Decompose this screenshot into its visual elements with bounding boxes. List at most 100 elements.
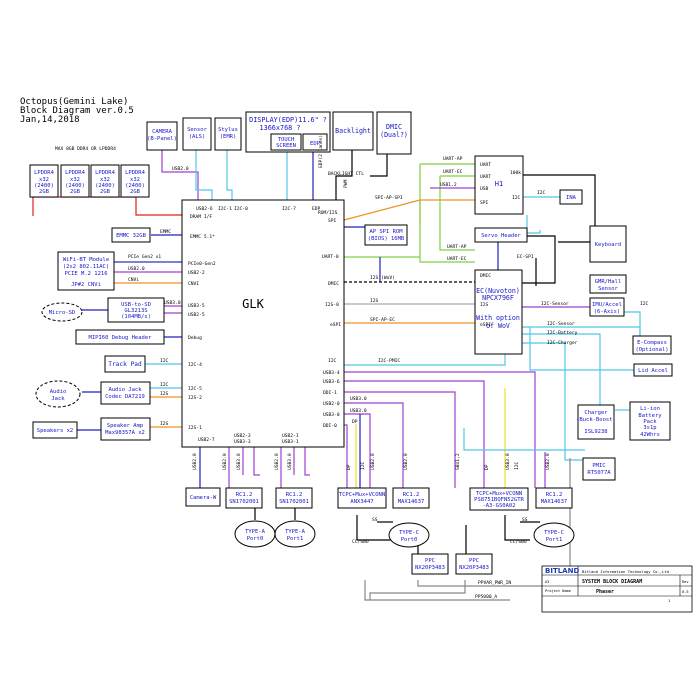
svg-text:USB3-1: USB3-1 [282,439,299,445]
speakers-block: Speakers x2 [32,421,78,439]
svg-text:PCIE M.2 1216: PCIE M.2 1216 [64,271,107,277]
dmic-block: DMIC (Dual?) [376,111,412,155]
svg-text:(Optional): (Optional) [635,347,668,353]
audio-jack-ellipse: Audio Jack [35,380,81,408]
svg-text:(6-Axis): (6-Axis) [594,309,621,315]
svg-text:Sensor: Sensor [598,286,619,292]
svg-text:EC(Nuvoton): EC(Nuvoton) [476,287,520,295]
svg-text:(EMR): (EMR) [220,134,237,140]
stylus-block: Stylus (EMR) [214,117,242,151]
backlight-block: Backlight [332,111,374,151]
svg-text:TCPC+Mux+VCONN: TCPC+Mux+VCONN [476,491,522,497]
svg-text:A3: A3 [545,580,549,584]
svg-text:Camera-W: Camera-W [190,495,217,501]
svg-text:PPC: PPC [425,558,435,564]
title-block: BITLAND Bitland Information Technology C… [541,565,693,613]
svg-text:I2C-PMIC: I2C-PMIC [378,358,400,364]
svg-text:2GB: 2GB [39,189,50,195]
svg-text:DMIC: DMIC [386,123,402,131]
svg-text:Audio: Audio [50,389,67,395]
diagram-title-line1: Octopus(Gemini Lake) [20,97,128,107]
svg-text:USB1.2: USB1.2 [440,182,457,188]
svg-text:DDI-1: DDI-1 [323,390,337,396]
usb-to-sd-block: USB-to-SD GL3213S (104MB/s) [107,297,165,323]
svg-text:x32: x32 [100,177,110,183]
svg-text:PS8751BQFN52GTR: PS8751BQFN52GTR [474,497,524,503]
svg-text:EMMC 32GB: EMMC 32GB [116,233,146,239]
svg-text:USB-to-SD: USB-to-SD [121,302,151,308]
svg-text:UART-0: UART-0 [322,254,339,260]
svg-text:PPC: PPC [469,558,479,564]
svg-text:I2C-5: I2C-5 [188,386,202,392]
svg-text:USB2-0: USB2-0 [323,401,340,407]
svg-text:I2S: I2S [480,302,489,308]
svg-text:USB3-3: USB3-3 [234,439,251,445]
svg-text:SS: SS [522,517,528,523]
svg-text:2GB: 2GB [100,189,111,195]
svg-text:EDP: EDP [312,206,321,212]
rc-b-block: RC1.2 SN1702001 [275,487,313,509]
lpddr4-2: LPDDR4 x32 (2400) 2GB [90,164,120,198]
svg-text:Li-ion: Li-ion [640,406,660,412]
svg-text:LPDDR4: LPDDR4 [65,170,86,176]
svg-text:With option: With option [476,314,520,322]
svg-text:CC/SBU: CC/SBU [510,539,527,545]
svg-text:USB2.0: USB2.0 [172,166,189,172]
svg-text:1366x768 ?: 1366x768 ? [260,124,301,132]
svg-text:EDP(2 lanes): EDP(2 lanes) [318,135,324,168]
svg-text:Speakers x2: Speakers x2 [37,428,73,434]
svg-text:SPI: SPI [480,200,489,206]
svg-text:USB3-0: USB3-0 [323,412,340,418]
svg-text:TYPE-A: TYPE-A [245,529,266,535]
svg-text:EMMC 5.1*: EMMC 5.1* [190,234,215,240]
svg-text:TYPE-C: TYPE-C [544,530,564,536]
svg-text:(2400): (2400) [125,183,145,189]
svg-text:I2C: I2C [512,195,521,201]
svg-text:USB2.0: USB2.0 [545,453,551,470]
svg-text:MIPI60 Debug Header: MIPI60 Debug Header [89,335,153,341]
svg-text:Stylus: Stylus [218,127,238,133]
svg-text:SS: SS [372,517,378,523]
svg-text:PP5000_A: PP5000_A [475,594,497,600]
svg-text:I2S-0: I2S-0 [325,302,339,308]
svg-text:ROM/I2S: ROM/I2S [318,210,338,216]
mipi60-block: MIPI60 Debug Header [75,329,165,345]
audio-codec-block: Audio Jack Codec DA7219 [100,381,151,405]
svg-text:CAMERA: CAMERA [152,129,173,135]
svg-text:x32: x32 [39,177,49,183]
svg-text:USB3-5: USB3-5 [188,303,205,309]
trackpad-block: Track Pad [104,355,146,373]
svg-text:Backlight: Backlight [335,127,371,135]
rc-c-block: RC1.2 MAX14637 [392,487,430,509]
svg-text:SCREEN: SCREEN [276,143,296,149]
svg-text:eSPI: eSPI [330,322,341,328]
svg-text:I2S: I2S [370,298,379,304]
ap-spi-rom-block: AP SPI ROM (BIOS) 16MB [364,224,408,246]
h1-chip: H1 [474,155,524,215]
svg-text:ISL9238: ISL9238 [584,429,607,435]
svg-text:USB2.0: USB2.0 [403,453,409,470]
svg-text:E-Compass: E-Compass [637,340,667,346]
svg-text:I2S-2: I2S-2 [188,395,202,401]
svg-text:Port0: Port0 [247,536,264,542]
svg-text:DP: DP [484,464,490,470]
svg-text:H1: H1 [495,180,503,188]
svg-text:(Dual?): (Dual?) [380,131,408,139]
svg-text:DP: DP [346,464,352,470]
svg-text:LPDDR4: LPDDR4 [34,170,55,176]
svg-text:USB2-7: USB2-7 [198,437,215,443]
svg-text:SBU1,2: SBU1,2 [455,453,461,470]
battery-block: Li-ion Battery Pack 3s1p 42Whrs [629,401,671,441]
svg-text:2GB: 2GB [130,189,141,195]
svg-text:USB2-1: USB2-1 [282,433,299,439]
glk-chip: GLK [181,199,345,448]
svg-text:USB2.0: USB2.0 [274,453,280,470]
rc-a-block: RC1.2 SN1702001 [225,487,263,509]
svg-text:TYPE-A: TYPE-A [285,529,306,535]
svg-text:Pack: Pack [643,419,657,425]
svg-text:TCPC+Mux+VCONN: TCPC+Mux+VCONN [339,492,385,498]
svg-text:DISPLAY(EDP)11.6" ?: DISPLAY(EDP)11.6" ? [249,116,327,124]
svg-text:UART: UART [480,174,491,180]
svg-text:I2S: I2S [160,421,169,427]
svg-text:eSPI: eSPI [480,322,491,328]
